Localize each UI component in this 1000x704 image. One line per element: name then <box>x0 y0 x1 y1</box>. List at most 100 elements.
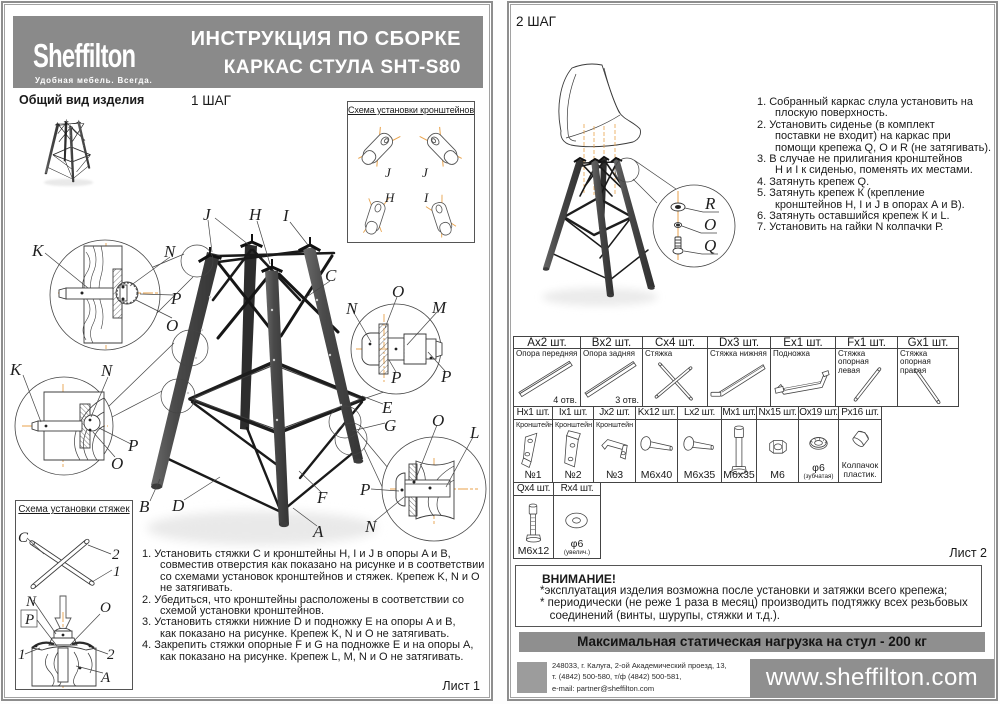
warning-title: ВНИМАНИЕ! <box>542 572 616 586</box>
part-cell-m: М6х35 <box>722 420 757 483</box>
tie-label-a: A <box>100 670 111 686</box>
part-sublabel: (увелич.) <box>563 549 591 556</box>
callout-e: E <box>381 398 393 417</box>
part-note: 3 отв. <box>615 395 639 405</box>
sheet-2: 2 ШАГ <box>507 1 998 701</box>
part-header: Lx2 шт. <box>678 407 722 420</box>
sheet2-label: Лист 2 <box>949 546 987 560</box>
tie-label-2: 2 <box>112 547 120 563</box>
tie-scheme-title: Схема установки стяжек <box>18 504 130 515</box>
callout-p4: P <box>440 367 451 386</box>
part-label: φ6(увелич.) <box>554 539 600 556</box>
callout-m3: M <box>431 298 447 317</box>
callout-d: D <box>171 496 185 515</box>
step-item: 2. Убедиться, что кронштейны расположены… <box>142 593 464 618</box>
bracket-scheme-title: Схема установки кронштейнов <box>348 105 474 115</box>
part-header: Fx1 шт. <box>836 336 898 349</box>
detail-q: Q <box>704 236 716 255</box>
part-name: Стяжка опорная правая <box>900 349 931 375</box>
part-cell-e: Подножка <box>771 349 836 407</box>
part-icon-bracket <box>521 432 538 469</box>
doc-title: ИНСТРУКЦИЯ ПО СБОРКЕ <box>190 28 461 50</box>
part-icon-support-tie <box>853 367 882 402</box>
part-header: Kx12 шт. <box>636 407 678 420</box>
tie-label-c: C <box>18 530 29 546</box>
part-name: Опора задняя <box>583 349 635 358</box>
part-icon-support-tie <box>914 368 941 405</box>
step-item: 4. Затянуть крепеж Q. <box>757 175 870 188</box>
callout-b: B <box>139 497 150 516</box>
parts-row-1-headers: Ax2 шт. Bx2 шт. Cx4 шт. Dx3 шт. Ex1 шт. … <box>513 336 959 349</box>
part-label: М6х35 <box>723 469 755 481</box>
bracket-scheme-box: Схема установки кронштейнов <box>347 101 475 243</box>
part-header: Nx15 шт. <box>757 407 799 420</box>
part-cell-q: М6х12 <box>513 496 554 559</box>
parts-table: Ax2 шт. Bx2 шт. Cx4 шт. Dx3 шт. Ex1 шт. … <box>513 336 959 559</box>
part-header: Cx4 шт. <box>643 336 708 349</box>
part-cell-n: М6 <box>757 420 799 483</box>
step-item: 3. В случае не прилигания кронштейнов Н … <box>757 153 973 177</box>
callout-p2: P <box>127 436 138 455</box>
part-cell-h: Кронштейн №1 <box>513 420 553 483</box>
part-header: Rx4 шт. <box>554 483 601 496</box>
part-icon-flat-washer <box>565 512 588 529</box>
parts-row-3: М6х12 φ6(увелич.) <box>513 496 959 559</box>
warning-text: *эксплуатация изделия возможна после уст… <box>540 585 968 622</box>
chair-assembly-drawing: R O Q <box>542 63 736 306</box>
part-name: Кронштейн <box>555 420 593 429</box>
part-cell-r: φ6(увелич.) <box>554 496 601 559</box>
part-label: φ6(зубчатая) <box>799 463 838 480</box>
footer-address: 248033, г. Калуга, 2-ой Академический пр… <box>552 661 727 693</box>
tie-label-p: P <box>24 612 34 628</box>
step-item: 5. Затянуть крепеж К (крепление кронштей… <box>757 187 965 211</box>
callout-o2: O <box>111 454 123 473</box>
part-cell-k: М6х40 <box>636 420 678 483</box>
callout-h: H <box>248 205 263 224</box>
callout-n4: N <box>364 517 378 536</box>
step-item: 4. Закрепить стяжки опорные F и G на под… <box>142 639 474 663</box>
header-band: Sheffilton Удобная мебель. Всегда. ИНСТР… <box>13 16 483 88</box>
tie-label-o: O <box>100 600 111 616</box>
step2-label: 2 ШАГ <box>516 14 556 29</box>
sheet1-label: Лист 1 <box>442 679 480 693</box>
part-icon-footrest <box>774 370 830 395</box>
step-item: 3. Установить стяжки нижние D и подножку… <box>142 616 456 640</box>
part-name: Кронштейн <box>596 420 634 429</box>
callout-k2: K <box>9 360 23 379</box>
callout-p5: P <box>359 480 370 499</box>
sheet-1-inner-border <box>4 4 490 698</box>
tie-label-n: N <box>25 594 37 610</box>
tie-label-b1: 1 <box>18 647 26 663</box>
part-cell-f: Стяжка опорная левая <box>836 349 898 407</box>
step-item: 6. Затянуть оставшийся крепеж К и L. <box>757 210 950 223</box>
part-name: Подножка <box>773 349 810 358</box>
tie-label-1: 1 <box>113 564 121 580</box>
bracket-scheme-drawing: J J H I <box>358 121 467 238</box>
part-icon-nut <box>769 440 787 454</box>
part-icon-bracket <box>601 439 628 460</box>
callout-n3: N <box>345 299 359 318</box>
tie-scheme-box: Схема установки стяжек <box>15 500 133 690</box>
callout-c: C <box>325 266 337 285</box>
detail-r: R <box>704 194 716 213</box>
brand-logo: Sheffilton <box>33 37 136 74</box>
part-icon-rod <box>584 360 637 398</box>
part-icon-bracket <box>564 430 581 468</box>
part-cell-d: Стяжка нижняя <box>708 349 771 407</box>
part-header: Ix1 шт. <box>553 407 594 420</box>
callout-a: A <box>312 522 324 541</box>
part-header: Dx3 шт. <box>708 336 771 349</box>
callout-p1: P <box>170 289 181 308</box>
part-header: Jx2 шт. <box>594 407 636 420</box>
parts-row-2: Кронштейн №1 Кронштейн <box>513 420 959 483</box>
part-cell-g: Стяжка опорная правая <box>898 349 959 407</box>
callout-i: I <box>282 206 290 225</box>
step1-instructions: 1. Установить стяжки C и кронштейны H, I… <box>142 548 486 663</box>
part-label: М6 <box>770 469 785 481</box>
part-cell-a: Опора передняя 4 отв. <box>513 349 581 407</box>
doc-subtitle: КАРКАС СТУЛА SHT-S80 <box>223 57 461 78</box>
step1-label: 1 ШАГ <box>191 93 231 108</box>
callout-l: L <box>469 423 479 442</box>
frame-assembly-drawing: J H I C K N P O K N P O N O M P P E G O <box>9 88 487 560</box>
part-header: Mx1 шт. <box>722 407 757 420</box>
